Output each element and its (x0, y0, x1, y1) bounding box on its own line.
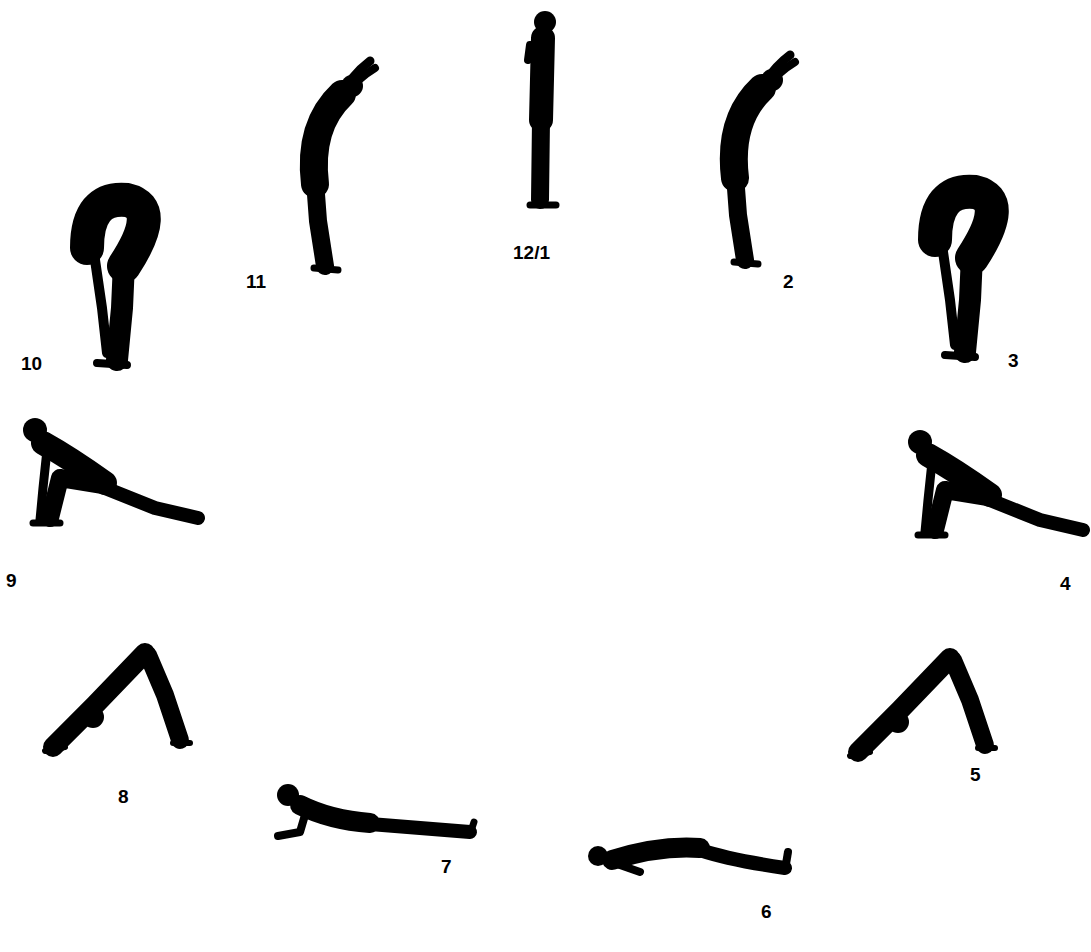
backbend-pose (314, 61, 375, 270)
step-number: 4 (1060, 574, 1071, 595)
lunge-pose (23, 418, 198, 523)
step-number: 11 (246, 272, 266, 293)
eight-point-pose (588, 846, 788, 872)
forward-fold-pose (87, 200, 144, 365)
lunge-pose (908, 430, 1083, 535)
step-number: 10 (21, 354, 42, 375)
step-number: 3 (1008, 351, 1019, 372)
step-number: 2 (783, 272, 794, 293)
downward-dog-pose (850, 658, 995, 756)
step-number: 7 (441, 857, 452, 878)
cobra-pose (277, 784, 474, 836)
step-number: 6 (761, 902, 772, 923)
standing-pose (528, 11, 556, 205)
step-number: 9 (6, 571, 17, 592)
step-number: 12/1 (513, 243, 550, 264)
backbend-pose (734, 55, 795, 264)
forward-fold-pose (935, 192, 992, 357)
downward-dog-pose (45, 653, 190, 751)
step-number: 8 (118, 787, 129, 808)
step-number: 5 (970, 765, 981, 786)
